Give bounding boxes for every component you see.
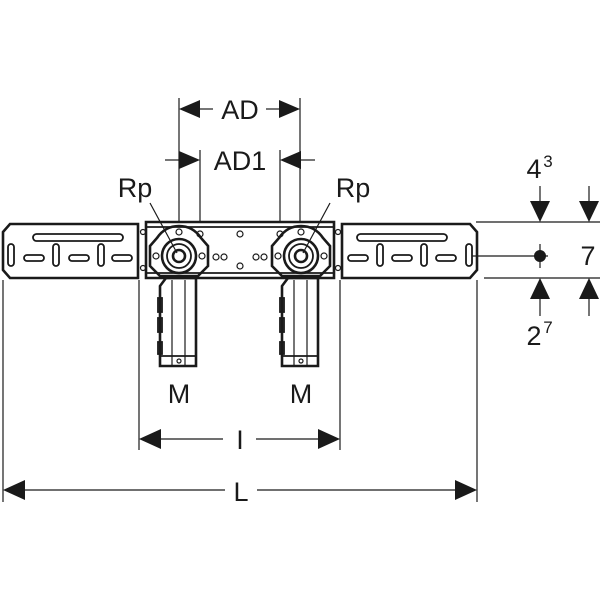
rail-hole bbox=[139, 264, 147, 272]
wall-fitting-left bbox=[148, 224, 210, 368]
arrowhead bbox=[530, 278, 550, 299]
rail-hole bbox=[334, 228, 342, 236]
rail-hole bbox=[260, 253, 268, 261]
fitting-mid-ring bbox=[166, 243, 192, 269]
rail-long-slot bbox=[356, 233, 448, 242]
fitting-screw bbox=[175, 228, 183, 236]
rail-slot-horizontal bbox=[111, 254, 133, 262]
rail-long-slot bbox=[32, 233, 124, 242]
rail-slot-horizontal bbox=[68, 254, 90, 262]
label-dim-bottom-base: 2 bbox=[526, 321, 541, 351]
arrowhead bbox=[318, 429, 340, 449]
rail-hole bbox=[334, 264, 342, 272]
leader-line bbox=[149, 202, 178, 254]
fitting-clip bbox=[157, 317, 163, 333]
label-dim-top-sup: 3 bbox=[543, 152, 552, 171]
fitting-clip bbox=[157, 297, 163, 313]
label-l-total: L bbox=[233, 477, 248, 507]
rail-hole bbox=[236, 262, 244, 270]
label-rp-left: Rp bbox=[118, 173, 153, 203]
fitting-body-hole bbox=[298, 358, 304, 364]
arrowhead bbox=[179, 100, 200, 118]
wall-fitting-right bbox=[270, 224, 332, 368]
fitting-outer-ring bbox=[160, 237, 198, 275]
fitting-bore bbox=[293, 248, 309, 264]
label-dim-top-base: 4 bbox=[526, 154, 541, 184]
arrowhead bbox=[139, 429, 161, 449]
arrowhead bbox=[579, 201, 599, 222]
label-l-small: I bbox=[236, 425, 244, 455]
arrowhead bbox=[579, 278, 599, 299]
rail-hole bbox=[139, 228, 147, 236]
arrowhead bbox=[179, 151, 200, 169]
rail-hole bbox=[212, 253, 220, 261]
dimension-l-total: L bbox=[2, 280, 478, 507]
rail-slot-vertical bbox=[420, 243, 428, 267]
leader-rp-left: Rp bbox=[118, 173, 178, 254]
fitting-housing bbox=[270, 224, 332, 278]
label-dim-bottom-sup: 7 bbox=[543, 318, 552, 337]
rail-hole bbox=[252, 253, 260, 261]
rail-slot-horizontal bbox=[23, 254, 45, 262]
dimension-ad1: AD1 bbox=[165, 146, 315, 222]
leader-rp-right: Rp bbox=[302, 173, 371, 254]
rail-slot-vertical bbox=[52, 243, 60, 267]
arrowhead bbox=[530, 201, 550, 222]
fitting-screw bbox=[297, 228, 305, 236]
fitting-clip bbox=[279, 341, 285, 355]
fitting-body bbox=[280, 276, 320, 368]
rail-right-plate bbox=[340, 222, 479, 280]
dimension-height: 4 3 7 2 7 bbox=[472, 152, 600, 351]
rail-slot-horizontal bbox=[435, 254, 457, 262]
label-rp-right: Rp bbox=[336, 173, 371, 203]
fitting-outer-ring bbox=[282, 237, 320, 275]
rail-left-plate bbox=[1, 222, 140, 280]
rail-slot-horizontal bbox=[347, 254, 369, 262]
arrowhead bbox=[455, 480, 477, 500]
label-m-left: M bbox=[168, 379, 191, 409]
mounting-rail bbox=[1, 220, 479, 280]
fitting-body-hole bbox=[176, 358, 182, 364]
fitting-clip bbox=[279, 317, 285, 333]
rail-slot-vertical bbox=[376, 243, 384, 267]
label-m-right: M bbox=[290, 379, 313, 409]
label-ad: AD bbox=[221, 95, 259, 125]
fitting-screw bbox=[274, 252, 282, 260]
label-ad1: AD1 bbox=[214, 146, 267, 176]
fitting-mid-ring bbox=[288, 243, 314, 269]
arrowhead bbox=[280, 151, 301, 169]
fitting-clip bbox=[279, 297, 285, 313]
rail-hole bbox=[236, 230, 244, 238]
fitting-screw bbox=[198, 252, 206, 260]
rail-slot-vertical bbox=[465, 243, 473, 267]
arrowhead bbox=[3, 480, 25, 500]
leader-line bbox=[302, 202, 331, 254]
label-dim-height: 7 bbox=[580, 241, 595, 271]
fitting-clip bbox=[157, 341, 163, 355]
rail-slot-vertical bbox=[97, 243, 105, 267]
rail-slot-horizontal bbox=[391, 254, 413, 262]
fitting-screw bbox=[320, 252, 328, 260]
fitting-body bbox=[158, 276, 198, 368]
dimension-ad: AD bbox=[178, 95, 301, 222]
fitting-bore bbox=[171, 248, 187, 264]
rail-hole bbox=[220, 253, 228, 261]
rail-slot-vertical bbox=[7, 243, 15, 267]
fitting-screw bbox=[152, 252, 160, 260]
rail-center-plate bbox=[144, 220, 336, 280]
dimension-l-small: I bbox=[138, 280, 341, 455]
arrowhead bbox=[279, 100, 300, 118]
